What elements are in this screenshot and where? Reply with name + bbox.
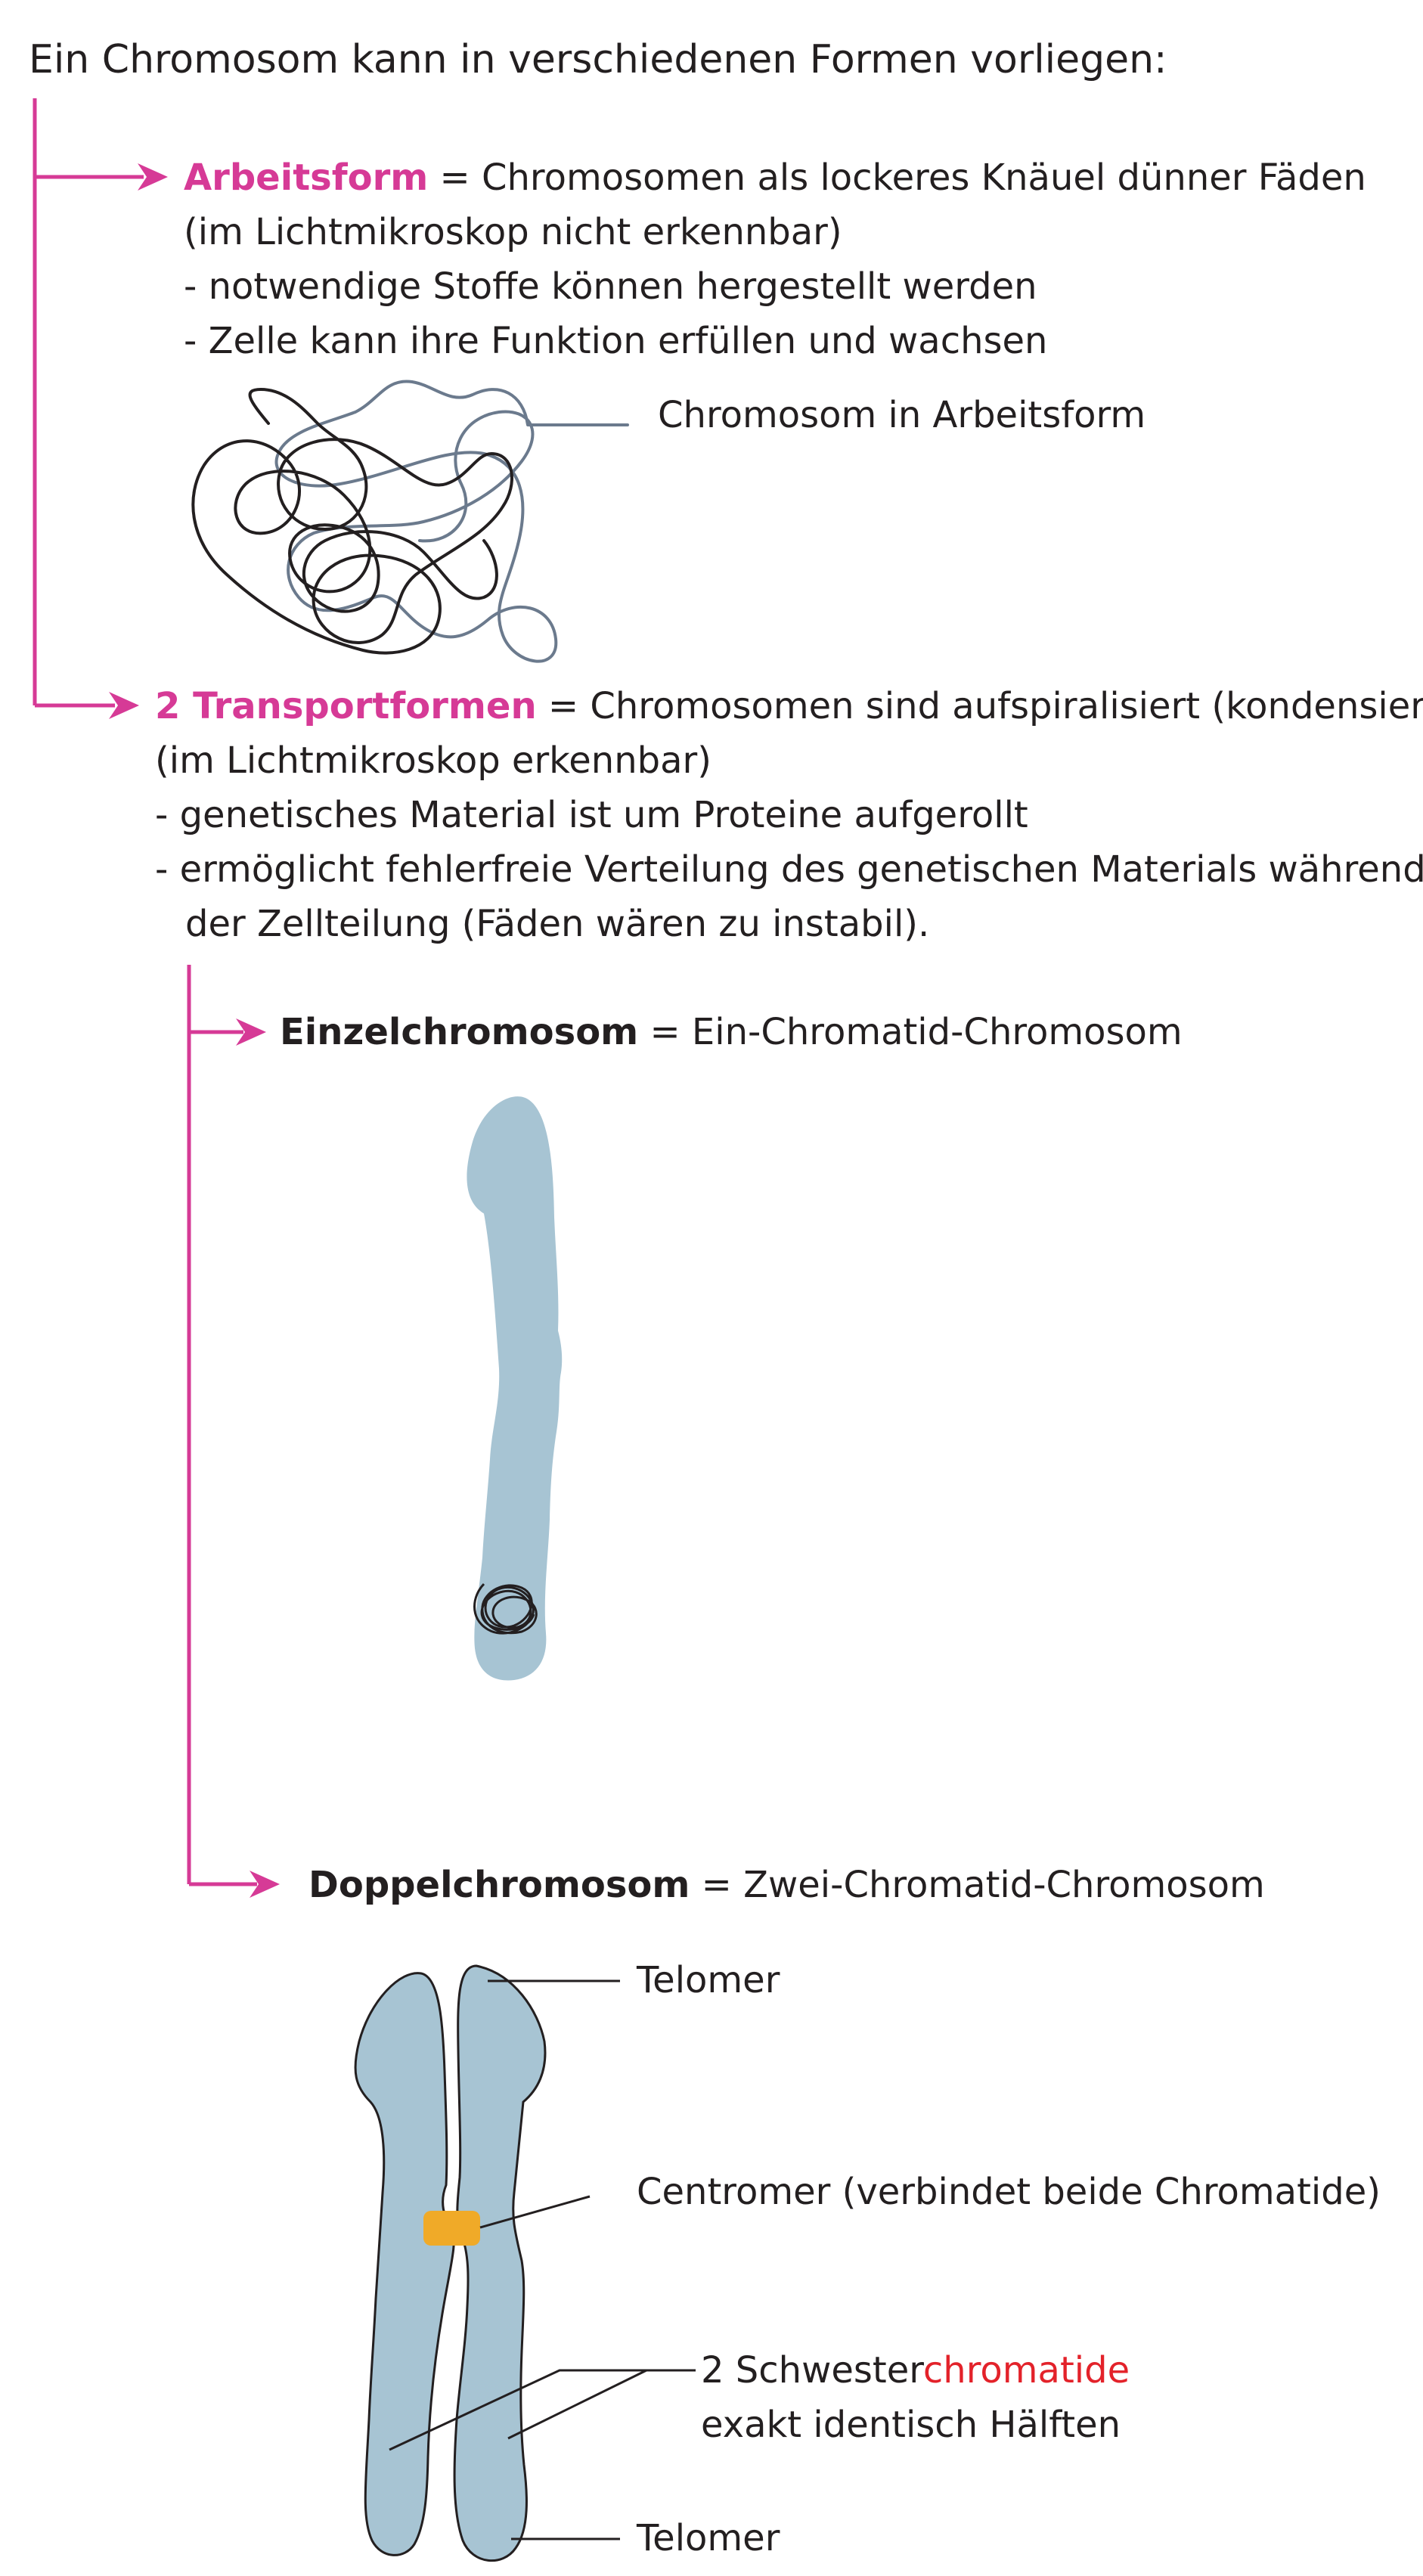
transportformen-bullet-2-line-2: der Zellteilung (Fäden wären zu instabil… xyxy=(185,903,930,945)
telomer-top-label: Telomer xyxy=(637,1959,780,2001)
chromatin-black-thread xyxy=(191,388,513,655)
schwester-prefix: 2 Schwester xyxy=(701,2349,923,2392)
sister-chromatid-right xyxy=(453,1964,547,2562)
schwesterchromatide-label: 2 Schwesterchromatide xyxy=(701,2349,1130,2392)
chromatin-grey-thread xyxy=(274,380,629,663)
arbeitsform-note: (im Lichtmikroskop nicht erkennbar) xyxy=(184,211,842,253)
arbeitsform-heading: Arbeitsform = Chromosomen als lockeres K… xyxy=(184,157,1366,199)
arbeitsform-figure-label: Chromosom in Arbeitsform xyxy=(658,394,1146,436)
centromere-marker xyxy=(423,2211,480,2246)
arbeitsform-definition: = Chromosomen als lockeres Knäuel dünner… xyxy=(428,157,1366,199)
single-chromatid-shape xyxy=(467,1096,563,1681)
single-chromatid-knot xyxy=(473,1582,538,1635)
doppelchromosom-term: Doppelchromosom xyxy=(308,1864,690,1906)
transportformen-term: 2 Transportformen xyxy=(155,685,537,727)
transportformen-note: (im Lichtmikroskop erkennbar) xyxy=(155,739,712,782)
transportformen-definition: = Chromosomen sind aufspiralisiert (kond… xyxy=(536,685,1423,727)
schwester-pointer-right xyxy=(507,2369,647,2440)
einzelchromosom-term: Einzelchromosom xyxy=(280,1011,639,1053)
einzelchromosom-definition: = Ein-Chromatid-Chromosom xyxy=(638,1011,1183,1053)
einzel-arrowhead xyxy=(236,1018,266,1046)
page-title: Ein Chromosom kann in verschiedenen Form… xyxy=(29,37,1167,82)
centromer-pointer xyxy=(479,2195,591,2229)
identisch-label: exakt identisch Hälften xyxy=(701,2404,1121,2446)
transportformen-heading: 2 Transportformen = Chromosomen sind auf… xyxy=(155,685,1423,727)
arbeitsform-arrowhead xyxy=(138,163,168,191)
einzelchromosom-heading: Einzelchromosom = Ein-Chromatid-Chromoso… xyxy=(280,1011,1183,1053)
doppelchromosom-definition: = Zwei-Chromatid-Chromosom xyxy=(690,1864,1265,1906)
schwester-pointer-left xyxy=(389,2369,696,2451)
main-bracket xyxy=(33,98,144,708)
arbeitsform-term: Arbeitsform xyxy=(184,157,429,199)
centromer-label: Centromer (verbindet beide Chromatide) xyxy=(637,2171,1381,2213)
arbeitsform-bullet-1: - notwendige Stoffe können hergestellt w… xyxy=(184,265,1037,308)
schwester-highlight: chromatide xyxy=(922,2349,1130,2392)
transportformen-bullet-1: - genetisches Material ist um Proteine a… xyxy=(155,794,1028,836)
arbeitsform-bullet-2: - Zelle kann ihre Funktion erfüllen und … xyxy=(184,320,1048,362)
transportformen-bullet-2-line-1: - ermöglicht fehlerfreie Verteilung des … xyxy=(155,848,1423,891)
telomer-bottom-label: Telomer xyxy=(637,2517,780,2559)
sub-bracket xyxy=(187,965,257,1886)
sister-chromatid-left xyxy=(354,1972,455,2556)
doppelchromosom-heading: Doppelchromosom = Zwei-Chromatid-Chromos… xyxy=(308,1864,1265,1906)
transportformen-arrowhead xyxy=(109,692,139,719)
label-pointer-lines xyxy=(389,1979,696,2540)
doppel-arrowhead xyxy=(250,1871,280,1898)
